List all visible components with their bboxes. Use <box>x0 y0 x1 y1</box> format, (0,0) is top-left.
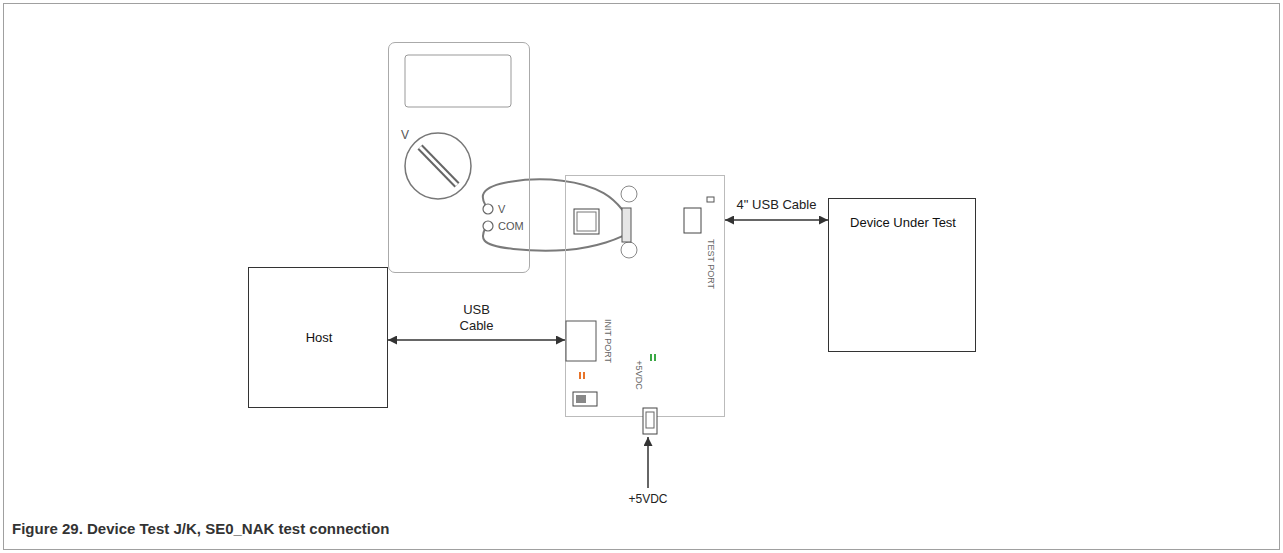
meter-dial <box>405 133 471 199</box>
led-green <box>650 354 652 361</box>
usb-cable <box>725 219 828 221</box>
host-box: Host <box>248 267 388 408</box>
switch <box>573 392 597 406</box>
cable-label: USB Cable <box>453 302 501 333</box>
node-text: Host <box>306 331 333 346</box>
test-fixture-board: TEST PORT INIT PORT +5VDC <box>565 175 725 417</box>
meter-display <box>405 55 511 107</box>
figure-frame <box>4 4 1280 550</box>
usb-cable <box>388 339 565 341</box>
node-text: V <box>498 203 505 216</box>
power-label: +5VDC <box>628 492 667 506</box>
figure-caption: Figure 29. Device Test J/K, SE0_NAK test… <box>12 520 389 537</box>
node-text: COM <box>498 220 524 233</box>
dial-pointer-inner <box>420 147 457 185</box>
indicator <box>707 197 714 202</box>
dial-pointer <box>420 147 457 185</box>
node-text: +5VDC <box>634 360 644 389</box>
meter-jack <box>483 221 493 231</box>
node-art <box>566 176 726 418</box>
node-text: TEST PORT <box>706 239 716 289</box>
mounting-hole <box>621 186 637 202</box>
node-text: Device Under Test <box>850 216 956 231</box>
probe-wire <box>483 179 625 250</box>
cable-label: 4" USB Cable <box>735 197 819 213</box>
node-art <box>389 43 529 274</box>
power-jack-inner <box>646 412 654 428</box>
led-orange <box>583 372 585 379</box>
mounting-hole <box>621 242 637 258</box>
power-arrow <box>647 437 649 488</box>
meter-jack <box>483 204 493 214</box>
multimeter: V V COM <box>388 42 530 273</box>
power-jack <box>643 408 657 434</box>
probe-pins <box>622 208 631 242</box>
chip-inner <box>577 212 596 231</box>
test-port-connector <box>684 208 701 233</box>
init-port-connector <box>566 321 596 361</box>
device-box: Device Under Test <box>828 198 976 352</box>
node-text: INIT PORT <box>603 319 613 363</box>
node-text: V <box>401 129 409 143</box>
led-green <box>654 354 656 361</box>
chip <box>574 209 599 234</box>
switch-lever <box>576 395 586 403</box>
led-orange <box>579 372 581 379</box>
